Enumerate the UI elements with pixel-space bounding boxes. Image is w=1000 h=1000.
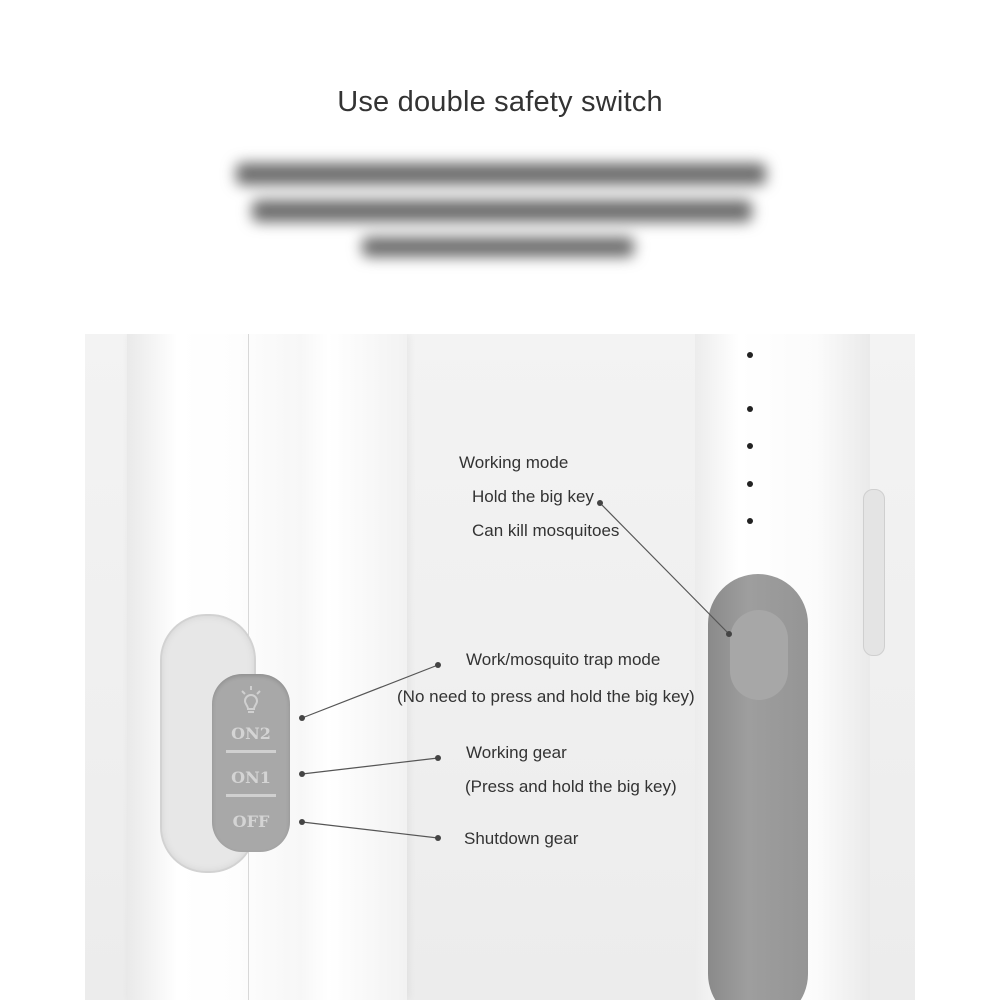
side-clip — [863, 489, 885, 656]
callout-trap-mode-title: Work/mosquito trap mode — [466, 650, 661, 669]
switch-divider — [226, 750, 276, 753]
big-key-bump — [730, 610, 788, 700]
switch-label-on1: ON1 — [231, 768, 271, 787]
callout-working-mode-title: Working mode — [459, 453, 569, 472]
callout-working-mode-line3: Can kill mosquitoes — [472, 521, 620, 540]
callout-shutdown-gear: Shutdown gear — [464, 829, 579, 848]
bulb-icon — [241, 686, 261, 713]
switch-label-off: OFF — [232, 812, 270, 831]
page-title: Use double safety switch — [337, 86, 663, 118]
callout-working-mode-line2: Hold the big key — [472, 487, 594, 506]
safety-switch: ON2 ON1 OFF — [212, 674, 290, 852]
indicator-dot — [747, 443, 753, 449]
switch-label-on2: ON2 — [231, 724, 271, 743]
callout-trap-mode-note: (No need to press and hold the big key) — [397, 687, 695, 706]
indicator-dot — [747, 518, 753, 524]
indicator-dot — [747, 481, 753, 487]
switch-divider — [226, 794, 276, 797]
callout-working-gear-title: Working gear — [466, 743, 567, 762]
indicator-dot — [747, 352, 753, 358]
blurred-subtitle — [0, 155, 1000, 305]
callout-working-gear-note: (Press and hold the big key) — [465, 777, 677, 796]
indicator-dot — [747, 406, 753, 412]
